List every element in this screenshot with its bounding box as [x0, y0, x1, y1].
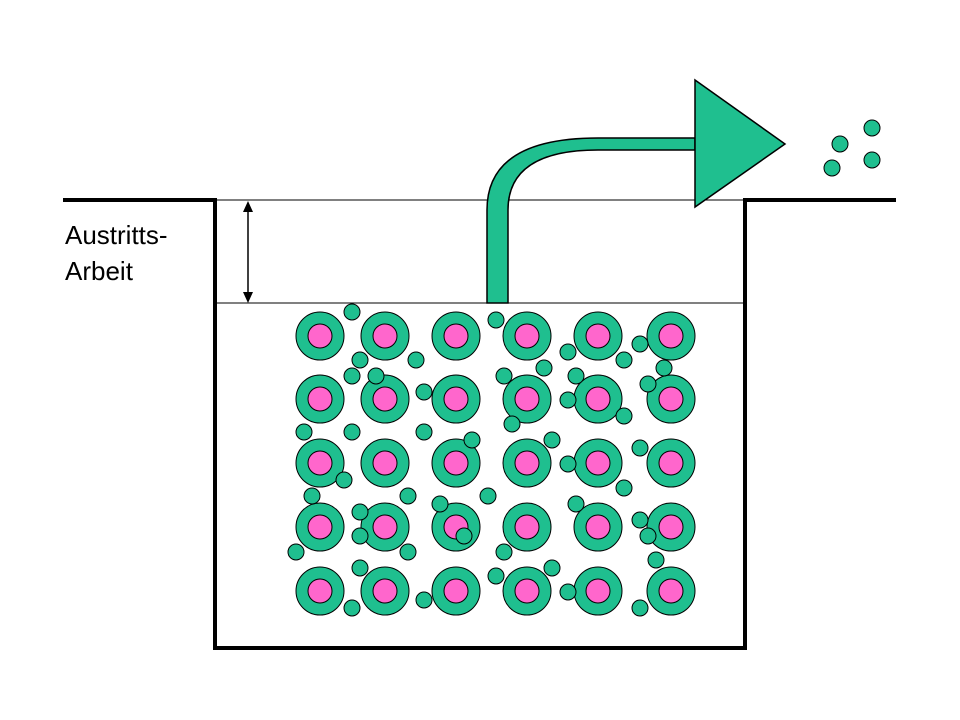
free-electron — [615, 407, 633, 425]
free-electron — [487, 567, 505, 585]
ion — [646, 438, 696, 488]
electron-cloud — [287, 119, 881, 617]
ion — [295, 438, 345, 488]
free-electron — [399, 487, 417, 505]
free-electron — [615, 479, 633, 497]
work-function-label: Austritts- Arbeit — [65, 217, 168, 289]
free-electron — [295, 423, 313, 441]
ion — [295, 566, 345, 616]
ion — [295, 502, 345, 552]
free-electron — [487, 311, 505, 329]
free-electron — [559, 343, 577, 361]
ion — [295, 374, 345, 424]
free-electron — [631, 599, 649, 617]
free-electron — [567, 495, 585, 513]
free-electron — [639, 527, 657, 545]
free-electron — [455, 527, 473, 545]
ion — [573, 502, 623, 552]
free-electron — [543, 559, 561, 577]
free-electron — [495, 543, 513, 561]
ion — [431, 311, 481, 361]
free-electron — [415, 383, 433, 401]
free-electron — [615, 351, 633, 369]
free-electron — [343, 367, 361, 385]
ion — [502, 311, 552, 361]
label-line-1: Austritts- — [65, 220, 168, 250]
ion — [360, 502, 410, 552]
free-electron — [567, 367, 585, 385]
free-electron — [415, 591, 433, 609]
label-line-2: Arbeit — [65, 256, 133, 286]
emitted-electron — [831, 135, 849, 153]
free-electron — [343, 599, 361, 617]
free-electron — [631, 511, 649, 529]
free-electron — [655, 359, 673, 377]
ion — [360, 311, 410, 361]
free-electron — [351, 351, 369, 369]
ion — [573, 566, 623, 616]
ion — [431, 374, 481, 424]
ion — [646, 502, 696, 552]
free-electron — [559, 455, 577, 473]
free-electron — [647, 551, 665, 569]
free-electron — [543, 431, 561, 449]
free-electron — [343, 303, 361, 321]
ion — [502, 438, 552, 488]
free-electron — [407, 351, 425, 369]
free-electron — [463, 431, 481, 449]
emitted-electron — [863, 119, 881, 137]
emitted-electron — [863, 151, 881, 169]
ion — [646, 311, 696, 361]
ion — [360, 374, 410, 424]
free-electron — [335, 471, 353, 489]
free-electron — [639, 375, 657, 393]
free-electron — [631, 439, 649, 457]
free-electron — [367, 367, 385, 385]
free-electron — [351, 503, 369, 521]
ion — [646, 566, 696, 616]
free-electron — [559, 391, 577, 409]
free-electron — [495, 367, 513, 385]
free-electron — [479, 487, 497, 505]
ion — [573, 438, 623, 488]
free-electron — [303, 487, 321, 505]
free-electron — [351, 527, 369, 545]
free-electron — [399, 543, 417, 561]
ion — [431, 566, 481, 616]
free-electron — [631, 335, 649, 353]
ion — [502, 502, 552, 552]
free-electron — [503, 415, 521, 433]
ion — [431, 438, 481, 488]
free-electron — [287, 543, 305, 561]
ion — [646, 374, 696, 424]
ion — [502, 374, 552, 424]
free-electron — [415, 423, 433, 441]
ion — [573, 374, 623, 424]
free-electron — [431, 495, 449, 513]
emitted-electron — [823, 159, 841, 177]
ion — [573, 311, 623, 361]
ion — [295, 311, 345, 361]
emission-arrow — [486, 78, 787, 304]
free-electron — [343, 423, 361, 441]
work-function-arrow — [243, 201, 253, 303]
ion — [502, 566, 552, 616]
ion — [360, 438, 410, 488]
ion — [360, 566, 410, 616]
free-electron — [559, 583, 577, 601]
free-electron — [535, 359, 553, 377]
free-electron — [351, 559, 369, 577]
